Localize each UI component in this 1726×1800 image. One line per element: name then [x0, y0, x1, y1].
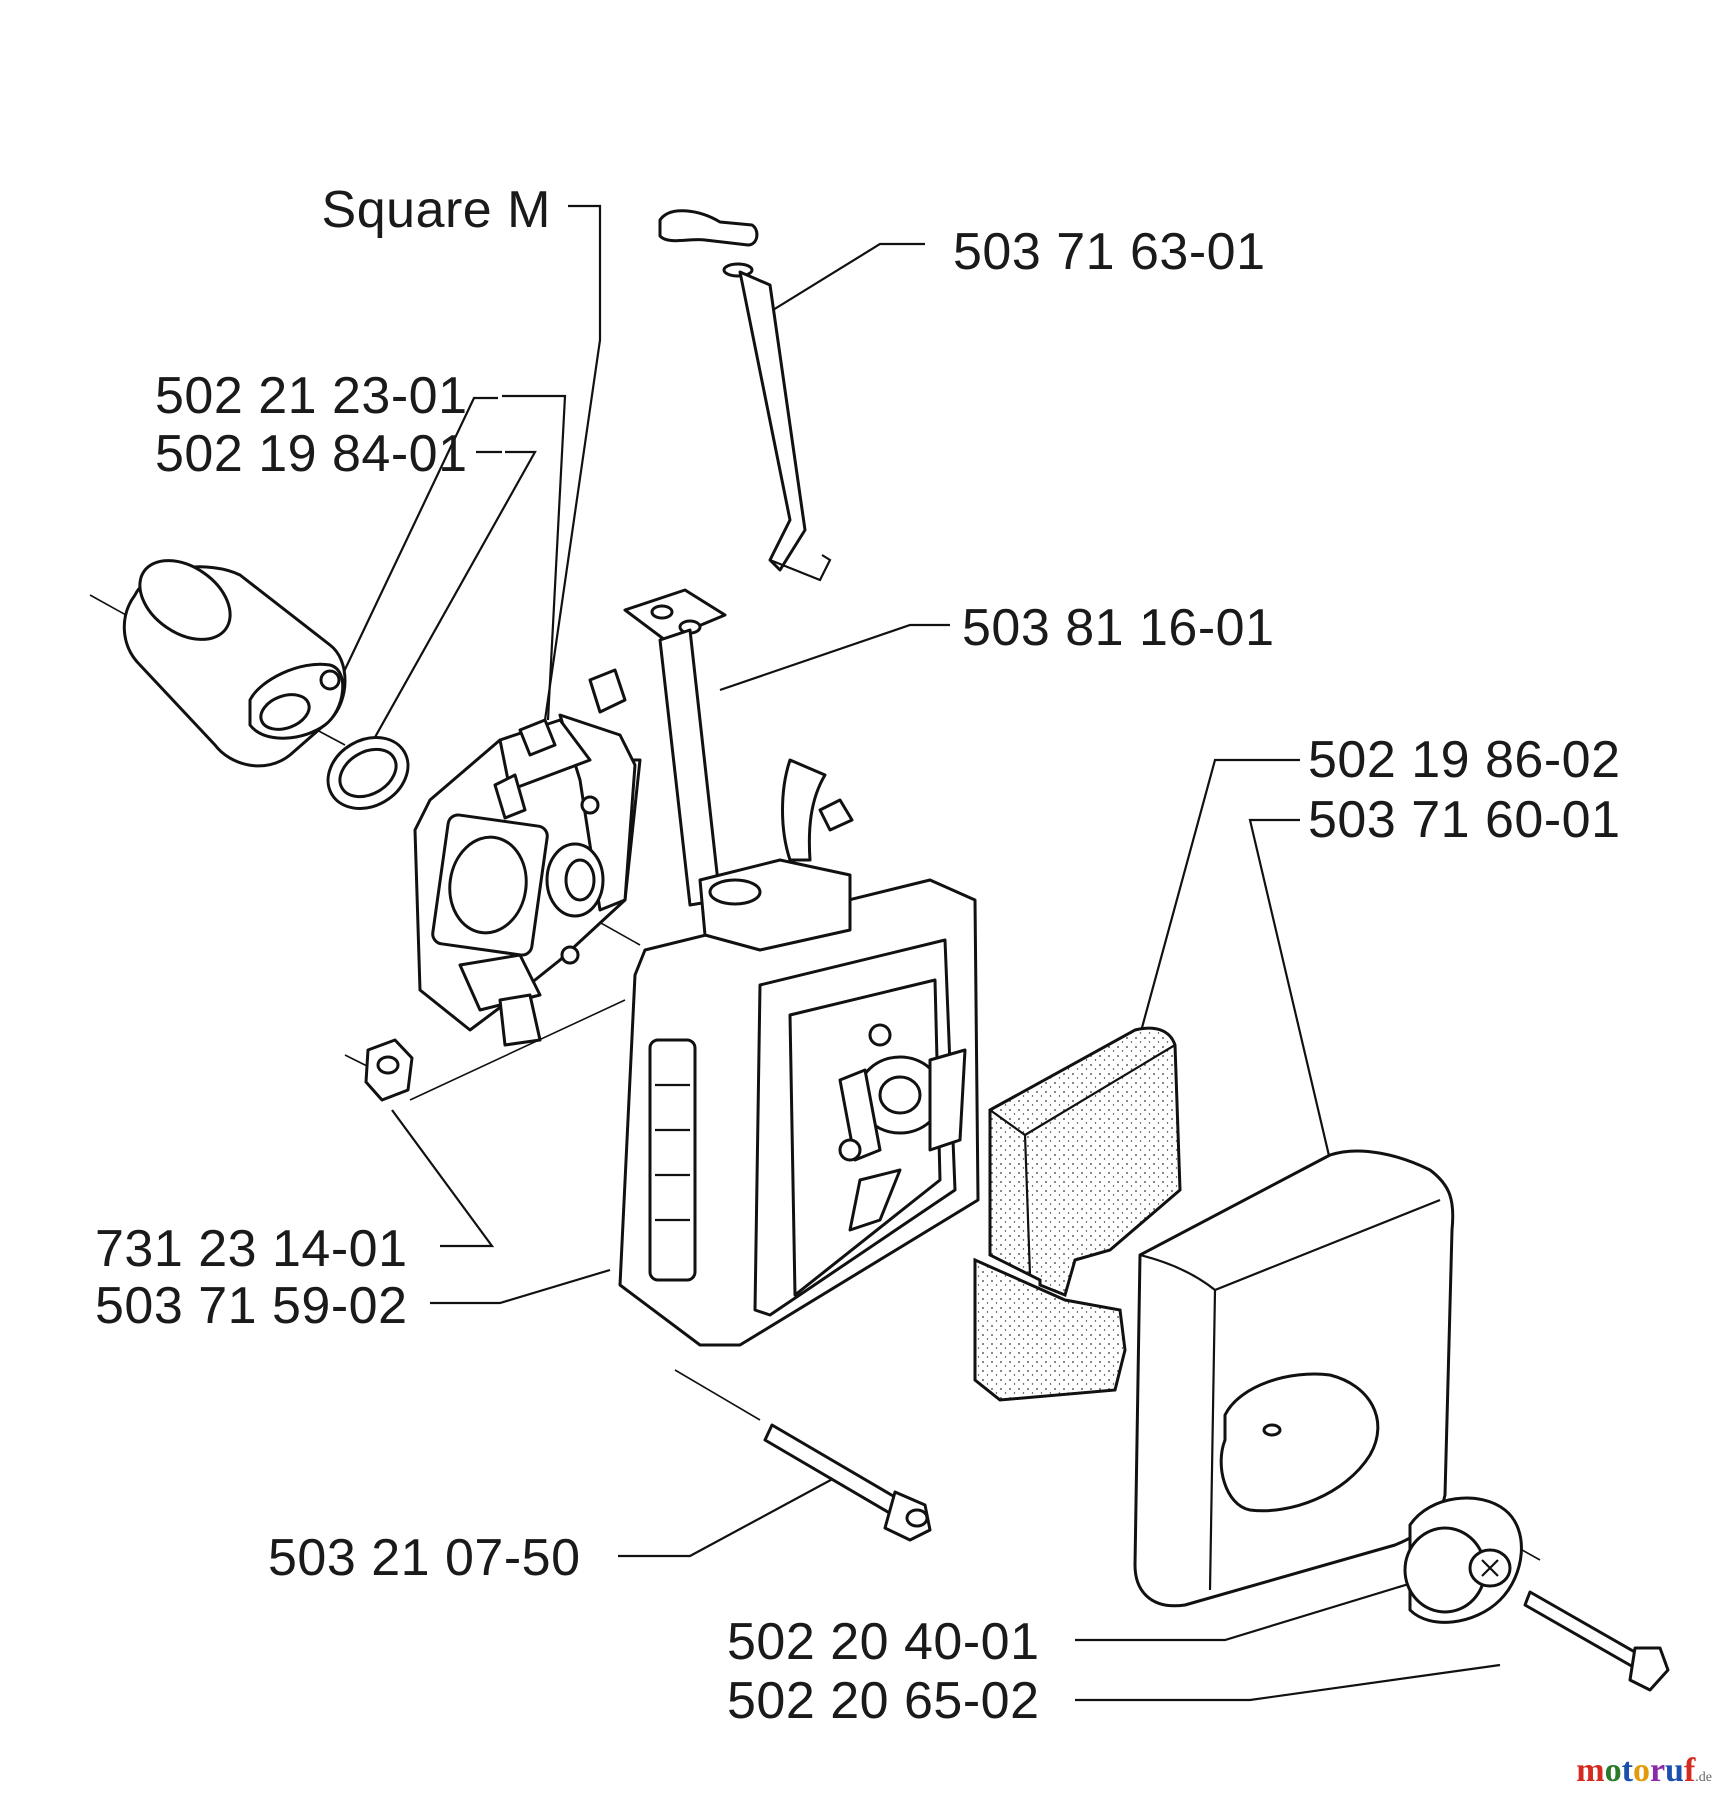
- label-503-71-60-01: 503 71 60-01: [1308, 791, 1621, 849]
- watermark-letter: t: [1621, 1752, 1633, 1789]
- label-503-71-59-02: 503 71 59-02: [95, 1277, 408, 1335]
- watermark-letter: o: [1632, 1752, 1650, 1789]
- choke-rod: [658, 209, 832, 582]
- watermark-letter: r: [1649, 1752, 1666, 1789]
- carburetor: [413, 668, 642, 1047]
- label-503-81-16-01: 503 81 16-01: [962, 599, 1275, 657]
- label-502-20-40-01: 502 20 40-01: [727, 1613, 1040, 1671]
- nut: [364, 1038, 414, 1102]
- watermark-letter: o: [1604, 1752, 1622, 1789]
- air-filter-housing: [618, 758, 980, 1347]
- watermark-logo: motoruf.de: [1576, 1752, 1712, 1790]
- foam-filter: [973, 1026, 1182, 1402]
- label-502-19-84-01: 502 19 84-01: [155, 425, 468, 483]
- knob: [1403, 1496, 1523, 1624]
- filter-cover: [1133, 1149, 1455, 1608]
- watermark-letter: m: [1576, 1752, 1605, 1789]
- label-502-21-23-01: 502 21 23-01: [155, 367, 468, 425]
- label-731-23-14-01: 731 23 14-01: [95, 1220, 408, 1278]
- cover-screw: [1523, 1590, 1670, 1692]
- watermark-letter: f: [1683, 1752, 1696, 1789]
- intake-elbow: [122, 559, 347, 768]
- gasket-ring: [326, 736, 410, 810]
- label-503-71-63-01: 503 71 63-01: [953, 223, 1266, 281]
- lever: [623, 588, 727, 907]
- watermark-suffix: .de: [1695, 1770, 1712, 1785]
- label-square-m: Square M: [321, 181, 551, 239]
- watermark-letter: u: [1665, 1752, 1684, 1789]
- label-502-20-65-02: 502 20 65-02: [727, 1672, 1040, 1730]
- label-502-19-86-02: 502 19 86-02: [1308, 731, 1621, 789]
- housing-screw: [763, 1423, 932, 1542]
- label-503-21-07-50: 503 21 07-50: [268, 1529, 581, 1587]
